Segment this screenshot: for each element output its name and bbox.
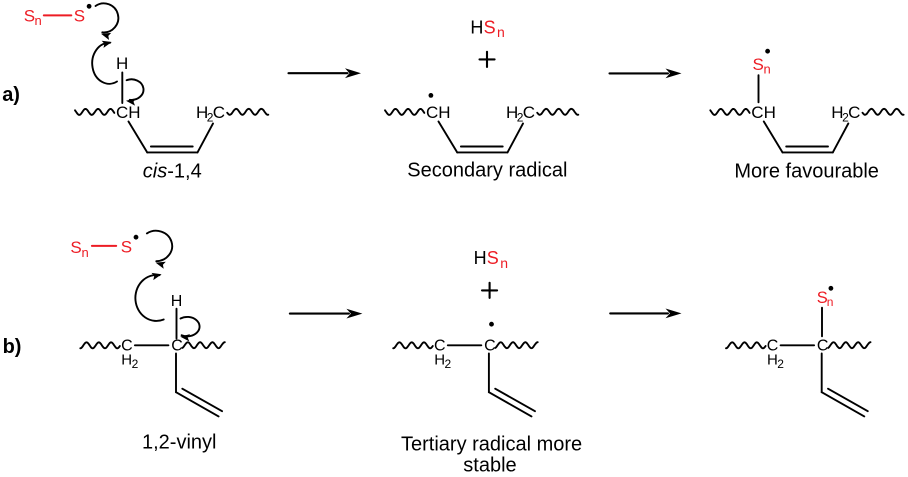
svg-text:Tertiary radical more: Tertiary radical more xyxy=(401,434,582,456)
svg-text:2: 2 xyxy=(132,357,139,371)
svg-text:S: S xyxy=(24,6,35,25)
svg-text:a): a) xyxy=(2,84,20,106)
svg-text:H: H xyxy=(474,248,487,268)
svg-text:H: H xyxy=(506,103,518,122)
svg-text:C: C xyxy=(767,338,779,355)
svg-text:C: C xyxy=(171,338,183,355)
svg-text:S: S xyxy=(74,6,85,25)
svg-text:CH: CH xyxy=(116,103,141,122)
svg-text:H: H xyxy=(434,352,445,369)
svg-text:S: S xyxy=(121,238,132,257)
svg-text:H: H xyxy=(196,103,208,122)
svg-text:CH: CH xyxy=(751,103,776,122)
svg-text:n: n xyxy=(497,24,505,40)
svg-text:S: S xyxy=(817,289,828,307)
svg-text:More favourable: More favourable xyxy=(734,161,879,183)
svg-text:n: n xyxy=(500,255,508,271)
svg-text:C: C xyxy=(484,338,496,355)
svg-text:2: 2 xyxy=(842,110,849,124)
svg-text:cis-1,4: cis-1,4 xyxy=(143,161,202,183)
svg-text:C: C xyxy=(213,103,225,122)
svg-text:H: H xyxy=(831,103,843,122)
svg-text:S: S xyxy=(70,238,81,257)
svg-text:S: S xyxy=(484,17,496,37)
svg-text:S: S xyxy=(487,248,499,268)
svg-text:C: C xyxy=(817,338,829,355)
svg-text:C: C xyxy=(434,338,446,355)
svg-text:n: n xyxy=(82,245,89,260)
svg-text:C: C xyxy=(121,338,133,355)
svg-text:2: 2 xyxy=(777,357,784,371)
svg-text:n: n xyxy=(35,13,42,28)
svg-text:H: H xyxy=(171,293,183,310)
svg-text:n: n xyxy=(827,295,834,309)
svg-text:1,2-vinyl: 1,2-vinyl xyxy=(142,432,216,454)
svg-text:C: C xyxy=(848,103,860,122)
svg-text:2: 2 xyxy=(207,110,214,124)
svg-text:n: n xyxy=(764,62,771,77)
svg-text:stable: stable xyxy=(463,455,516,477)
svg-text:H: H xyxy=(116,54,128,73)
svg-text:Secondary radical: Secondary radical xyxy=(407,160,567,182)
svg-text:CH: CH xyxy=(426,103,451,122)
svg-text:H: H xyxy=(121,352,132,369)
svg-text:2: 2 xyxy=(445,357,452,371)
svg-text:b): b) xyxy=(3,336,22,358)
svg-text:C: C xyxy=(523,103,535,122)
svg-text:H: H xyxy=(767,352,778,369)
svg-text:H: H xyxy=(470,17,483,37)
svg-text:S: S xyxy=(753,55,764,74)
svg-text:2: 2 xyxy=(517,110,524,124)
